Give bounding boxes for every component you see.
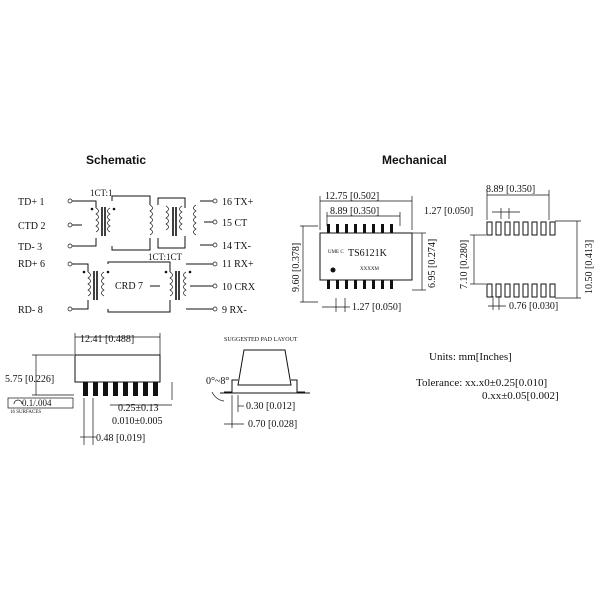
pin-tx-plus: 16 TX+ — [222, 197, 254, 208]
pad-pitch-dim: 1.27 [0.050] — [424, 206, 473, 217]
pin-ctd: CTD 2 — [18, 221, 46, 232]
units-note: Units: mm[Inches] — [429, 351, 512, 363]
pad-width-dim: 0.76 [0.030] — [509, 301, 558, 312]
side-leads — [83, 382, 158, 396]
logo-text: UME C — [328, 250, 344, 255]
height-left-dim: 9.60 [0.378] — [291, 243, 302, 292]
pad-inner-dim: 7.10 [0.280] — [459, 240, 470, 289]
surfaces-note: 16 SURFACES — [10, 410, 41, 415]
pin-crx: 10 CRX — [222, 282, 256, 293]
package-side — [74, 354, 161, 383]
schematic-heading: Schematic — [86, 153, 146, 167]
width-dim: 12.75 [0.502] — [325, 191, 379, 202]
pitch-dim: 1.27 [0.050] — [352, 302, 401, 313]
crd-label: CRD 7 — [115, 281, 143, 292]
pad-layout-title: SUGGESTED PAD LAYOUT — [224, 337, 298, 343]
top-leads — [327, 224, 393, 289]
foot-dim: 0.48 [0.019] — [96, 433, 145, 444]
tolerance-line-2: 0.xx±0.05[0.002] — [482, 390, 559, 402]
pin-rx-minus: 9 RX- — [222, 305, 247, 316]
part-number: TS6121K — [348, 248, 388, 259]
schematic: TD+ 1 CTD 2 TD- 3 RD+ 6 RD- 8 16 TX+ 15 … — [18, 188, 256, 316]
lead-dim-inch: 0.010±0.005 — [112, 416, 163, 427]
length-dim: 12.41 [0.488] — [80, 334, 134, 345]
pin-ct: 15 CT — [222, 218, 247, 229]
pin-td-plus: TD+ 1 — [18, 197, 44, 208]
angle-dim: 0°~8° — [206, 376, 229, 387]
lead-dim: 0.25±0.13 — [118, 403, 159, 414]
top-view: 12.75 [0.502] 8.89 [0.350] 9.60 [0.378] … — [291, 191, 438, 313]
height-dim: 5.75 [0.226] — [5, 374, 54, 385]
pin-span-dim: 8.89 [0.350] — [330, 206, 379, 217]
ratio-top: 1CT:1 — [90, 188, 113, 198]
pin1-dot — [330, 267, 336, 273]
pin-rx-plus: 11 RX+ — [222, 259, 254, 270]
pin-rd-plus: RD+ 6 — [18, 259, 45, 270]
foot-length-dim: 0.70 [0.028] — [248, 419, 297, 430]
end-view: SUGGESTED PAD LAYOUT 0°~8° 0.30 [0.012] … — [206, 337, 310, 430]
pin-td-minus: TD- 3 — [18, 242, 42, 253]
date-code: XXXXM — [360, 267, 379, 272]
tolerance-line-1: Tolerance: xx.x0±0.25[0.010] — [416, 377, 547, 389]
side-view: 12.41 [0.488] 5.75 [0.226] 0.25±0.13 0.0… — [5, 333, 173, 445]
ratio-bottom: 1CT:1CT — [148, 252, 183, 262]
pad-outer-dim: 10.50 [0.413] — [584, 240, 595, 294]
pin-rd-minus: RD- 8 — [18, 305, 43, 316]
pad-span-dim: 8.89 [0.350] — [486, 184, 535, 195]
pin-tx-minus: 14 TX- — [222, 241, 251, 252]
pad-layout: 8.89 [0.350] 1.27 [0.050] 7.10 [0.280] 1… — [424, 184, 595, 312]
mechanical-heading: Mechanical — [382, 153, 447, 167]
coplanarity: 0.1/.004 — [22, 398, 52, 408]
lead-thickness-dim: 0.30 [0.012] — [246, 401, 295, 412]
package-end — [237, 349, 292, 386]
height-right-dim: 6.95 [0.274] — [427, 239, 438, 288]
